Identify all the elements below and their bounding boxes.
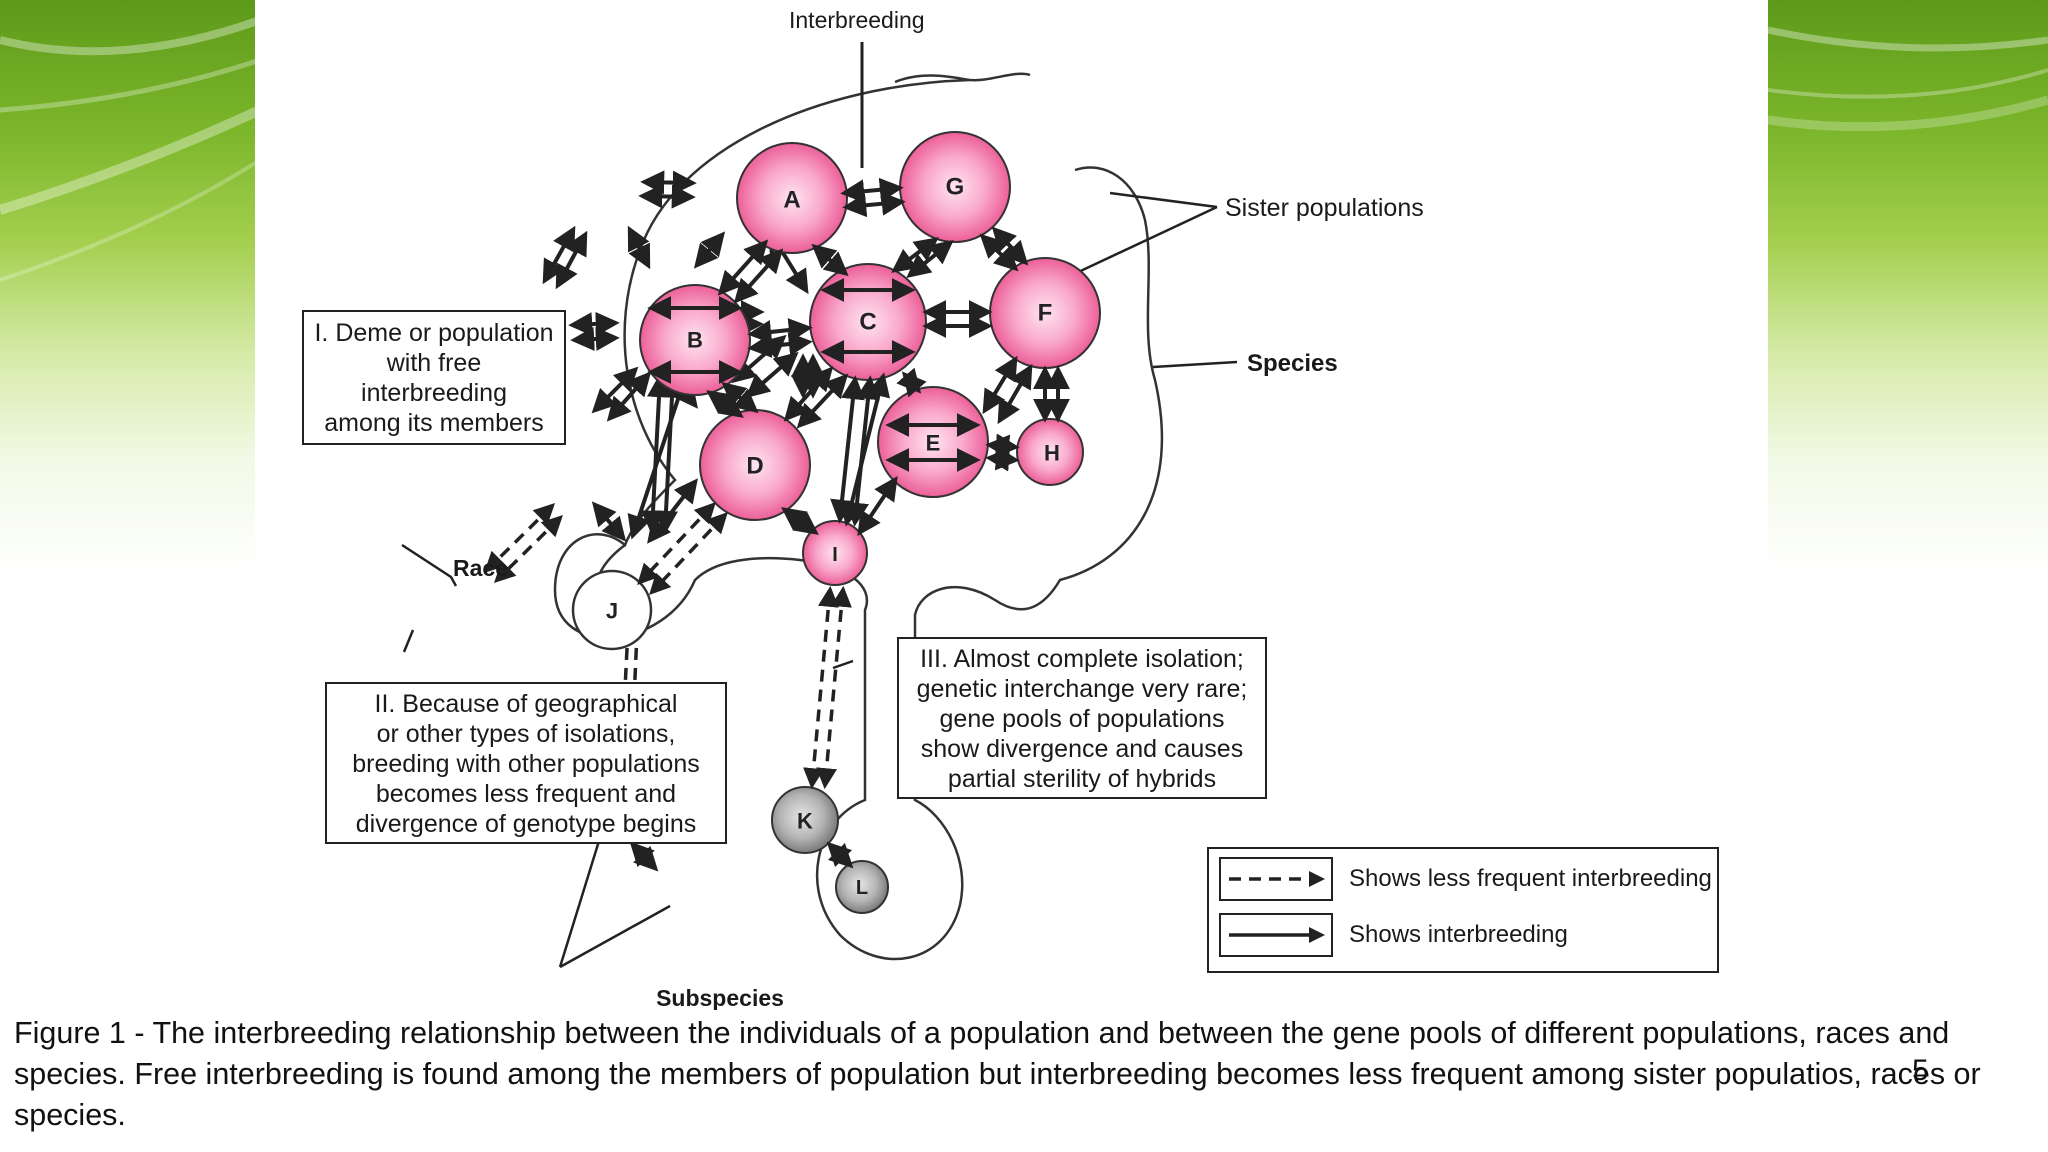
almost-complete-line-4: show divergence and causes	[920, 735, 1244, 763]
legend-row-solid: Shows interbreeding	[1219, 913, 1709, 959]
subspecies-label: Subspecies	[656, 985, 784, 1010]
k-l-arrow	[826, 841, 854, 869]
node-label-b: B	[687, 328, 703, 353]
isolation-line-2: or other types of isolations,	[376, 720, 676, 748]
node-label-c: C	[859, 309, 876, 336]
legend-dashed-label: Shows less frequent interbreeding	[1349, 865, 1712, 892]
almost-complete-line-2: genetic interchange very rare;	[916, 675, 1248, 703]
interbreeding-diagram: A G B C F D E H I J K L Interbreeding Si…	[255, 0, 1765, 1010]
legend-solid-label: Shows interbreeding	[1349, 921, 1568, 948]
node-label-f: F	[1038, 300, 1053, 327]
deme-line-2: with free	[386, 349, 482, 377]
kl-arrow	[629, 841, 659, 872]
caption-text: The interbreeding relationship between t…	[14, 1016, 1981, 1132]
isolation-line-1: II. Because of geographical	[374, 690, 678, 718]
caption-prefix: Figure 1 -	[14, 1016, 153, 1050]
dashed-overlay-arrows	[637, 501, 852, 790]
legend-solid-swatch	[1219, 913, 1333, 957]
left-light-streaks	[0, 16, 260, 282]
isolation-line-5: divergence of genotype begins	[355, 810, 697, 838]
almost-complete-line-3: gene pools of populations	[939, 705, 1225, 733]
deme-line-3: interbreeding	[361, 379, 507, 407]
figure-caption: Figure 1 - The interbreeding relationshi…	[14, 1013, 2034, 1136]
race-label: Race	[453, 555, 508, 581]
node-label-i: I	[832, 544, 838, 566]
interbreeding-label: Interbreeding	[789, 7, 925, 33]
legend-dashed-swatch	[1219, 857, 1333, 901]
node-label-h: H	[1044, 441, 1060, 466]
species-label: Species	[1247, 350, 1338, 377]
almost-complete-isolation-box: III. Almost complete isolation; genetic …	[897, 637, 1267, 799]
node-l	[835, 860, 889, 914]
deme-line-4: among its members	[324, 409, 544, 437]
almost-complete-line-1: III. Almost complete isolation;	[920, 645, 1244, 673]
diagram-canvas: A G B C F D E H I J K L Interbreeding Si…	[401, 7, 1424, 1010]
legend-row-dashed: Shows less frequent interbreeding	[1219, 857, 1712, 903]
right-green-band	[1768, 0, 2048, 575]
isolation-line-3: breeding with other populations	[352, 750, 700, 778]
right-light-streaks	[1768, 26, 2048, 132]
node-label-d: D	[746, 453, 763, 480]
species-boundary-top	[894, 72, 1031, 84]
almost-complete-line-5: partial sterility of hybrids	[947, 765, 1217, 793]
slide-number: 5	[1912, 1054, 1929, 1087]
deme-line-1: I. Deme or population	[314, 319, 554, 347]
node-label-l: L	[856, 877, 868, 899]
node-label-k: K	[797, 809, 813, 834]
node-label-j: J	[606, 599, 618, 624]
left-green-band	[0, 0, 260, 575]
node-j	[571, 569, 653, 651]
label-leaders	[401, 191, 1238, 969]
node-link-arrows	[706, 177, 1070, 536]
internal-arrows	[647, 278, 981, 472]
deme-description-box: I. Deme or population with free interbre…	[302, 310, 566, 445]
isolation-line-4: becomes less frequent and	[375, 780, 677, 808]
node-labels: A G B C F D E H I J K L	[606, 174, 1060, 900]
node-label-a: A	[783, 187, 800, 214]
node-label-g: G	[946, 174, 965, 201]
isolation-description-box: II. Because of geographical or other typ…	[325, 682, 727, 844]
legend: Shows less frequent interbreeding Shows …	[1207, 847, 1719, 973]
sister-populations-label: Sister populations	[1225, 194, 1424, 222]
node-label-e: E	[926, 431, 941, 456]
